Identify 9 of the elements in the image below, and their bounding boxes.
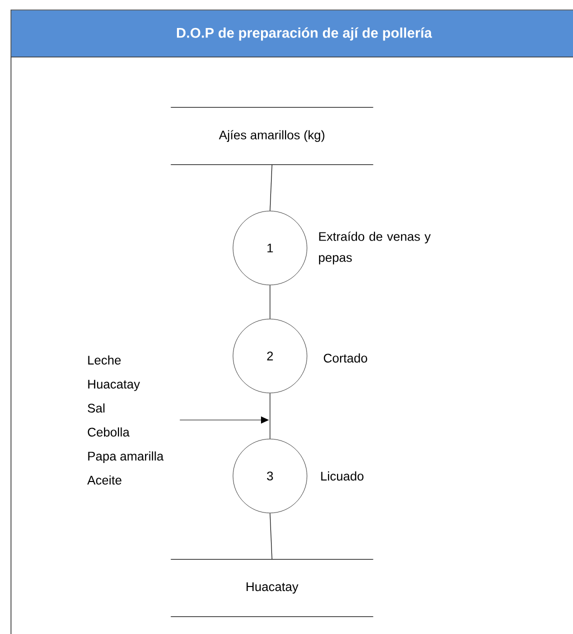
material-band: Ajíes amarillos (kg)	[170, 107, 374, 165]
operation-label: Cortado	[324, 353, 368, 363]
operation-label: Extraído de venas y pepas	[319, 232, 431, 264]
input-list: Leche Huacatay Sal Cebolla Papa amarilla Aceite	[87, 355, 164, 485]
operation-label: Licuado	[321, 471, 364, 481]
title-bar: D.O.P de preparación de ají de pollería	[10, 10, 573, 58]
connector-line	[270, 164, 272, 212]
connector-line	[270, 512, 272, 560]
material-band: Huacatay	[170, 559, 374, 617]
